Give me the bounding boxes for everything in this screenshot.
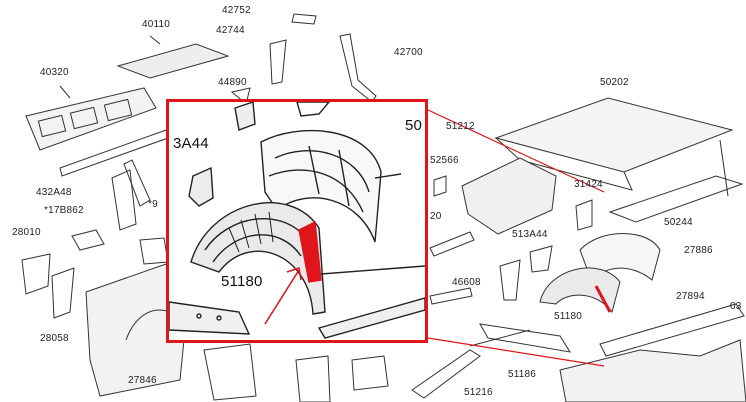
label-27886: 27886 bbox=[684, 245, 713, 256]
label-51216: 51216 bbox=[464, 387, 493, 398]
label-27894: 27894 bbox=[676, 291, 705, 302]
label-42752: 42752 bbox=[222, 5, 251, 16]
label-28010: 28010 bbox=[12, 227, 41, 238]
zoom-label-51180: 51180 bbox=[221, 273, 263, 290]
zoom-inset: 3A44 50 51180 bbox=[166, 99, 428, 343]
label-52566: 52566 bbox=[430, 155, 459, 166]
label-40320: 40320 bbox=[40, 67, 69, 78]
label-17B862: *17B862 bbox=[44, 205, 84, 216]
label-513A44: 513A44 bbox=[512, 229, 548, 240]
zoom-line-art bbox=[169, 102, 425, 339]
label-50202: 50202 bbox=[600, 77, 629, 88]
label-03: 03 bbox=[730, 301, 742, 312]
label-51186: 51186 bbox=[508, 369, 537, 380]
label-28058: 28058 bbox=[40, 333, 69, 344]
label-51212: 51212 bbox=[446, 121, 475, 132]
label-31424: 31424 bbox=[574, 179, 603, 190]
label-432A48: 432A48 bbox=[36, 187, 72, 198]
label-51180-small: 51180 bbox=[554, 311, 583, 322]
label-40110: 40110 bbox=[142, 19, 171, 30]
label-42744: 42744 bbox=[216, 25, 245, 36]
zoom-label-50: 50 bbox=[405, 117, 423, 134]
label-46608: 46608 bbox=[452, 277, 481, 288]
label-50244: 50244 bbox=[664, 217, 693, 228]
label-9: *9 bbox=[148, 199, 158, 210]
zoom-label-3A44: 3A44 bbox=[173, 135, 209, 152]
label-44890: 44890 bbox=[218, 77, 247, 88]
label-27846: 27846 bbox=[128, 375, 157, 386]
label-42700: 42700 bbox=[394, 47, 423, 58]
label-20: 20 bbox=[430, 211, 442, 222]
